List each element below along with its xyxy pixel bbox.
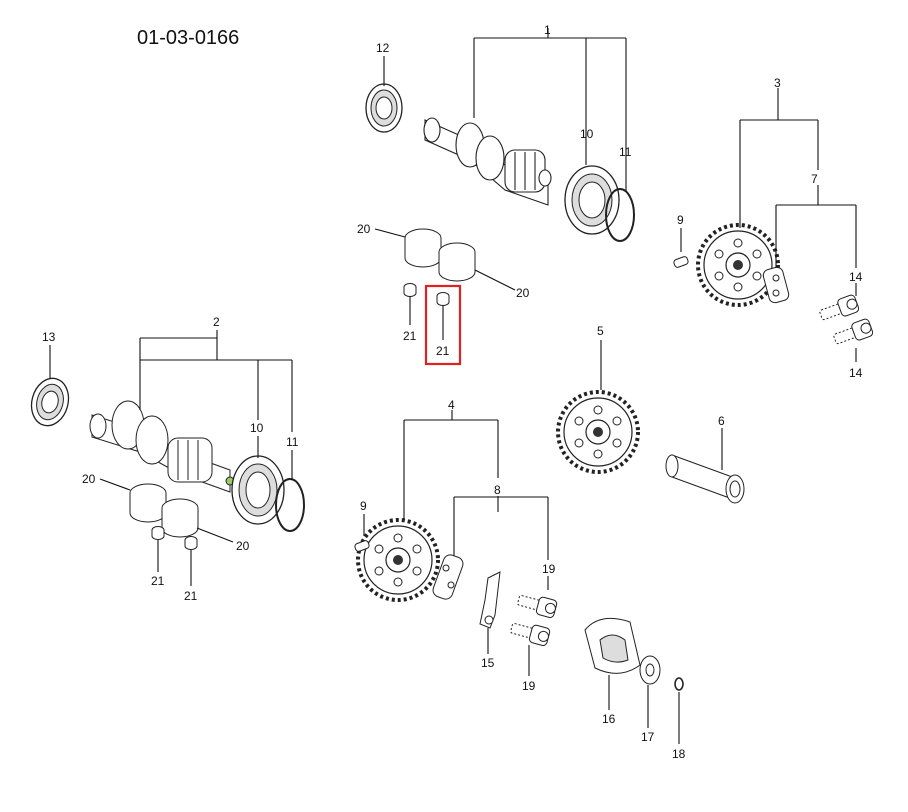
upper-camshaft-bearing-12 (365, 83, 403, 133)
upper-camshaft (423, 117, 552, 206)
bolt-19-upper (515, 590, 559, 619)
callout-2: 2 (213, 315, 220, 329)
lower-camshaft-bearing-13 (25, 373, 75, 431)
callout-9-lower: 9 (360, 499, 367, 513)
callout-3: 3 (774, 76, 781, 90)
callout-17: 17 (641, 730, 655, 744)
upper-circlip-11 (605, 188, 635, 242)
tappet-20-lower-left (129, 483, 167, 523)
lower-camshaft (89, 400, 235, 493)
shim-21-lower-right (184, 536, 198, 550)
sprocket-3 (696, 223, 780, 307)
callout-20-b: 20 (516, 286, 530, 300)
sprocket-4 (356, 518, 440, 602)
callout-14-lower: 14 (849, 366, 863, 380)
callout-14-upper: 14 (849, 270, 863, 284)
callout-lines-3 (680, 88, 857, 362)
callout-lines-4 (363, 410, 680, 744)
plate-7 (762, 266, 790, 304)
tappet-20-right (438, 242, 476, 282)
highlight-box-21 (424, 284, 462, 366)
bolt-14-upper (817, 293, 861, 325)
callout-11-lower: 11 (286, 435, 299, 449)
callout-lines-20-21 (374, 228, 516, 340)
lower-circlip-11 (275, 478, 305, 532)
bolt-14-lower (831, 317, 875, 349)
lower-camshaft-bearing-10 (231, 455, 285, 525)
callout-19-upper: 19 (542, 562, 556, 576)
clip-18 (674, 677, 684, 691)
callout-11-upper: 11 (619, 145, 632, 159)
callout-15: 15 (481, 656, 495, 670)
callout-lines-20-21-lower (99, 478, 234, 586)
callout-lines-2 (49, 330, 293, 480)
callout-21-d: 21 (184, 589, 198, 603)
shim-21-left (403, 283, 417, 297)
tappet-20-left (404, 228, 442, 268)
shim-21-lower-left (151, 526, 165, 540)
callout-21-b: 21 (436, 344, 450, 358)
callout-21-c: 21 (151, 574, 165, 588)
callout-10-lower: 10 (250, 421, 264, 435)
callout-18: 18 (672, 747, 686, 761)
pin-9-upper (673, 256, 689, 268)
upper-camshaft-bearing-10 (564, 165, 620, 235)
callout-8: 8 (494, 483, 501, 497)
callout-12: 12 (376, 41, 390, 55)
callout-lines-5-6 (600, 340, 723, 470)
callout-20-d: 20 (236, 539, 250, 553)
callout-1: 1 (544, 23, 551, 37)
callout-5: 5 (597, 324, 604, 338)
callout-19-lower: 19 (522, 679, 536, 693)
plate-8 (432, 554, 464, 600)
callout-7: 7 (811, 172, 818, 186)
shaft-6 (665, 454, 745, 504)
callout-10-upper: 10 (580, 127, 594, 141)
drawing-number: 01-03-0166 (137, 27, 239, 49)
callout-9-upper: 9 (677, 213, 684, 227)
callout-20-c: 20 (82, 472, 96, 486)
callout-4: 4 (448, 398, 455, 412)
bolt-19-lower (508, 618, 552, 647)
pin-9-lower (354, 540, 370, 552)
bracket-15 (479, 571, 501, 629)
callout-13: 13 (42, 330, 56, 344)
washer-17 (639, 655, 661, 685)
tappet-20-lower-right (161, 498, 199, 538)
shim-21-right (436, 292, 450, 306)
callout-21-a: 21 (403, 329, 417, 343)
callout-16: 16 (602, 712, 616, 726)
callout-lines-1 (383, 28, 627, 192)
cam-cover-16 (584, 617, 641, 674)
callout-6: 6 (718, 414, 725, 428)
sprocket-5 (556, 390, 640, 474)
callout-20-a: 20 (357, 222, 371, 236)
